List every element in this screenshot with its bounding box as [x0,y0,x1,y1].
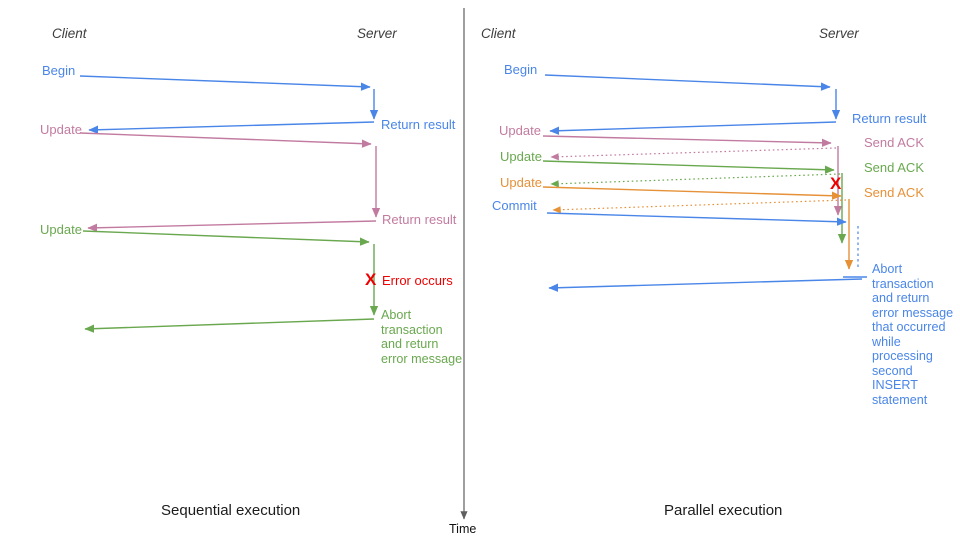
right-send-ack-2-label: Send ACK [864,160,924,175]
right-begin-arrow [544,74,831,91]
left-server-header: Server [357,26,397,41]
right-update-1-arrow [542,135,832,147]
left-error-occurs-label: Error occurs [382,273,453,288]
right-update-3-label: Update [500,175,542,190]
right-send-ack-1-arrow [550,147,837,161]
left-update-1-label: Update [40,122,82,137]
left-abort-note: Abort transaction and return error messa… [381,308,463,366]
right-update-2-label: Update [500,149,542,164]
right-commit-label: Commit [492,198,537,213]
left-abort-return-arrow [84,318,375,333]
left-return-result-1-label: Return result [381,117,456,132]
time-axis-label: Time [449,522,477,536]
left-update-1-arrow [79,132,372,148]
right-return-result-arrow [549,121,837,135]
right-update-3-arrow [542,186,842,200]
right-update-1-label: Update [499,123,541,138]
left-caption: Sequential execution [161,502,301,519]
left-error-x-icon: X [365,270,377,289]
right-begin-label: Begin [504,62,538,77]
left-client-header: Client [52,26,87,41]
left-return-result-2-arrow [87,220,377,232]
right-commit-arrow [546,212,847,226]
right-server-header: Server [819,26,859,41]
right-return-result-label: Return result [852,111,927,126]
left-update-2-arrow [82,230,370,246]
right-send-ack-3-arrow [552,199,847,214]
right-client-header: Client [481,26,516,41]
right-abort-return-arrow [548,278,863,292]
left-return-result-2-label: Return result [382,212,457,227]
left-begin-label: Begin [42,63,76,78]
right-caption: Parallel execution [664,502,783,519]
right-send-ack-3-label: Send ACK [864,185,924,200]
left-begin-arrow [79,75,371,91]
left-return-result-1-arrow [88,121,375,134]
right-error-x-icon: X [830,174,842,193]
left-update-2-label: Update [40,222,82,237]
right-abort-note: Abort transaction and return error messa… [872,262,954,407]
right-send-ack-1-label: Send ACK [864,135,924,150]
right-send-ack-2-arrow [550,173,841,188]
right-update-2-arrow [542,160,835,174]
